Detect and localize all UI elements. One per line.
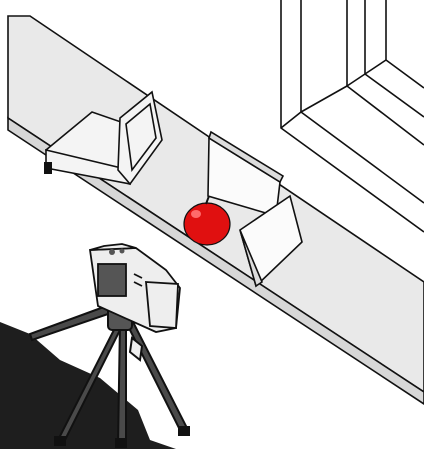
scene-illustration (0, 0, 424, 449)
